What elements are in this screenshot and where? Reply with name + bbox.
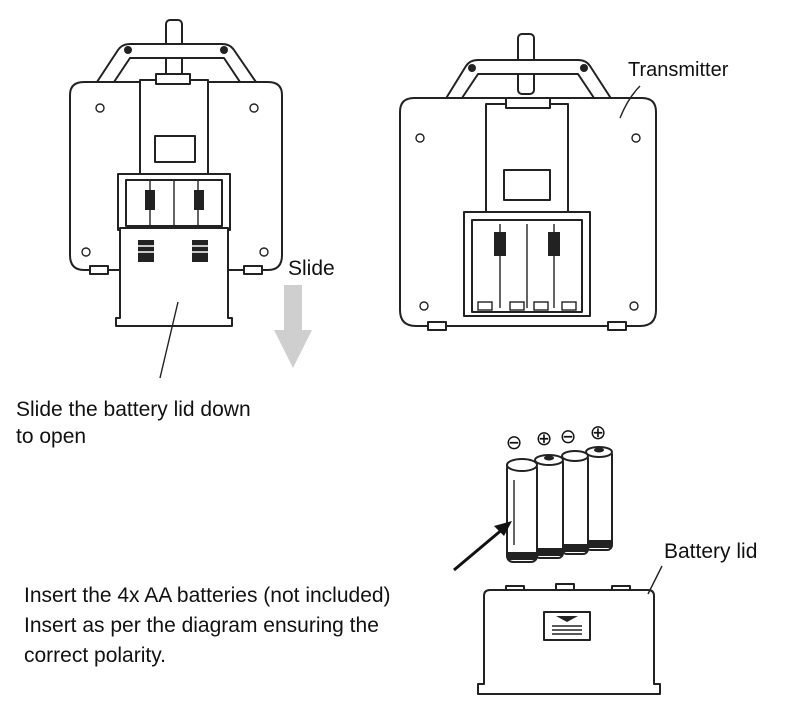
polarity-symbol-1: ⊖ <box>506 432 523 454</box>
instruction-insert-line2: Insert as per the diagram ensuring the <box>24 614 379 637</box>
instruction-insert-line3: correct polarity. <box>24 644 166 667</box>
slide-down-arrow-icon <box>274 285 312 368</box>
instruction-slide-line1: Slide the battery lid down <box>16 398 251 421</box>
slide-label: Slide <box>288 257 335 280</box>
polarity-symbol-4: ⊕ <box>590 422 607 444</box>
polarity-symbol-2: ⊕ <box>536 428 553 450</box>
battery-lid-label: Battery lid <box>664 540 757 563</box>
polarity-symbol-3: ⊖ <box>560 426 577 448</box>
battery-lid-illustration <box>477 565 663 695</box>
transmitter-compartment-open-illustration <box>399 33 657 331</box>
instruction-slide-line2: to open <box>16 425 86 448</box>
transmitter-label: Transmitter <box>628 59 729 81</box>
aa-batteries-illustration <box>506 446 613 563</box>
insert-direction-arrow-icon <box>453 521 512 572</box>
transmitter-lid-open-illustration <box>69 19 283 379</box>
instruction-insert-line1: Insert the 4x AA batteries (not included… <box>24 584 391 607</box>
